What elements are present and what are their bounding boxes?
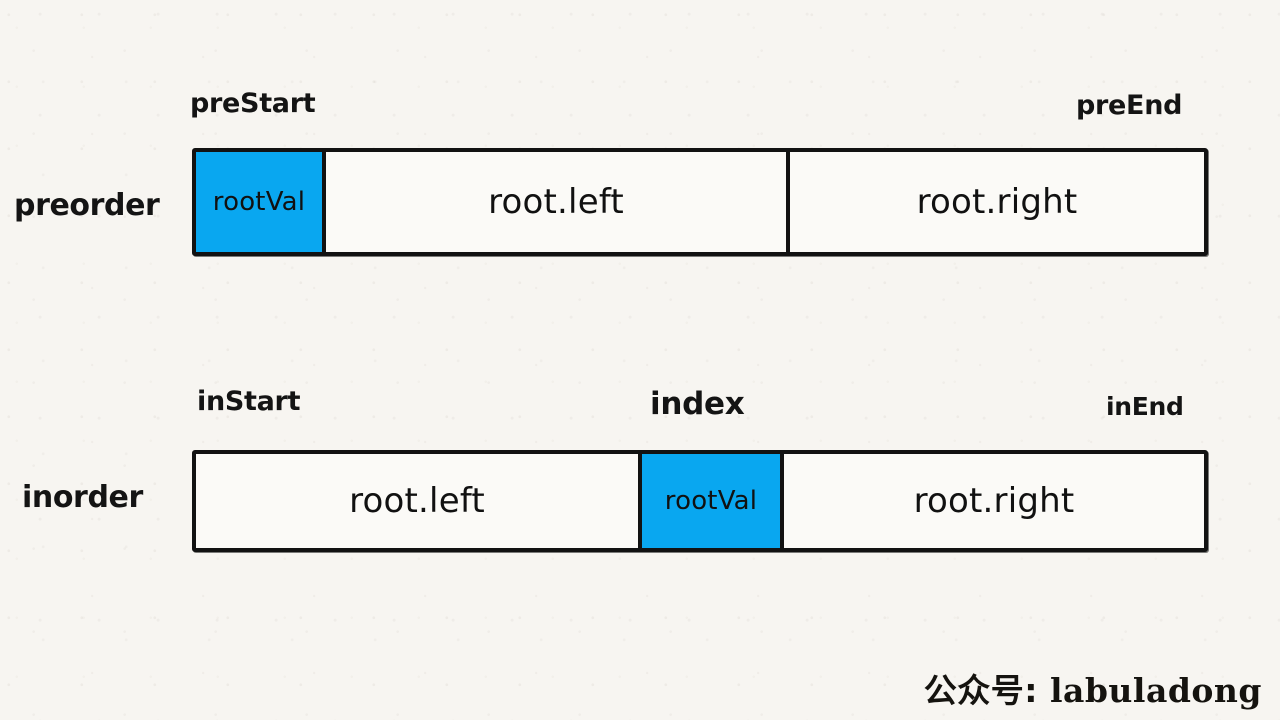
watermark-name: labuladong xyxy=(1049,671,1262,710)
preorder-cell-root-left-label: root.left xyxy=(488,182,624,222)
caption-prestart: preStart xyxy=(190,88,316,119)
preorder-array-bar: rootVal root.left root.right xyxy=(192,148,1208,256)
preorder-cell-root-right: root.right xyxy=(786,152,1204,252)
preorder-cell-rootval: rootVal xyxy=(196,152,322,252)
inorder-cell-rootval: rootVal xyxy=(638,454,780,548)
inorder-cell-root-right-label: root.right xyxy=(913,481,1075,521)
watermark: 公众号: labuladong xyxy=(924,664,1262,712)
caption-inend: inEnd xyxy=(1106,392,1184,421)
row-label-inorder: inorder xyxy=(22,480,143,515)
preorder-cell-rootval-label: rootVal xyxy=(212,187,306,217)
inorder-array-bar: root.left rootVal root.right xyxy=(192,450,1208,552)
caption-index: index xyxy=(650,386,745,422)
inorder-cell-root-left-label: root.left xyxy=(349,481,485,521)
inorder-cell-root-left: root.left xyxy=(196,454,638,548)
caption-instart: inStart xyxy=(197,386,301,417)
preorder-cell-root-right-label: root.right xyxy=(916,182,1078,222)
caption-preend: preEnd xyxy=(1076,90,1183,121)
inorder-cell-root-right: root.right xyxy=(780,454,1204,548)
watermark-prefix: 公众号: xyxy=(923,671,1038,710)
inorder-cell-rootval-label: rootVal xyxy=(664,486,758,516)
row-label-preorder: preorder xyxy=(14,188,160,223)
preorder-cell-root-left: root.left xyxy=(322,152,786,252)
